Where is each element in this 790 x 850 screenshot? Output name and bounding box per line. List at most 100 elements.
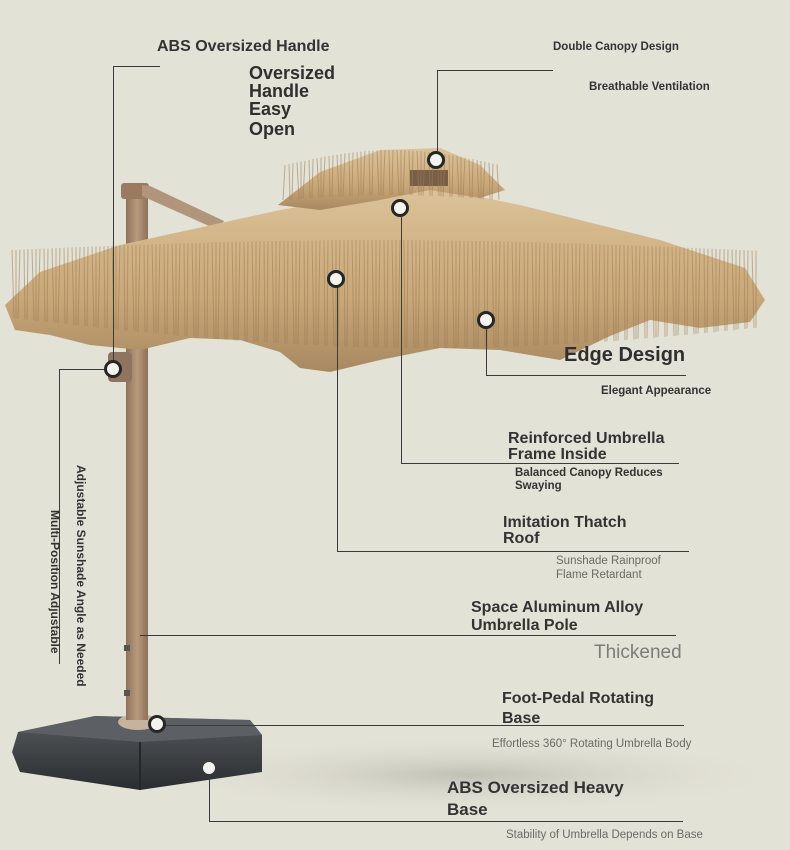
leader-frame-h — [401, 463, 679, 464]
thatch-strand — [57, 247, 61, 324]
thatch-strand — [357, 240, 361, 348]
thatch-strand — [226, 241, 229, 340]
thatch-strand — [557, 242, 561, 345]
pole-sub: Thickened — [594, 642, 682, 663]
leader-roof-h — [337, 551, 689, 552]
thatch-strand — [43, 248, 46, 322]
breathable-label: Breathable Ventilation — [589, 81, 710, 93]
thatch-strand — [203, 242, 206, 338]
thatch-strand — [366, 239, 369, 348]
thatch-strand — [223, 242, 226, 340]
thatch-strand — [71, 247, 75, 325]
thatch-strand — [371, 239, 375, 348]
thatch-strand — [603, 244, 606, 342]
thatch-strand — [37, 248, 41, 322]
thatch-strand — [446, 240, 449, 348]
thatch-strand — [316, 158, 320, 198]
thatch-strand — [11, 249, 15, 319]
thatch-strand — [331, 240, 335, 347]
leader-angle-h — [59, 369, 114, 370]
thatch-strand — [191, 242, 195, 337]
thatch-strand — [417, 240, 421, 348]
leader-pole-h — [140, 635, 676, 636]
thatch-strand — [466, 240, 469, 348]
thatch-strand — [106, 245, 109, 329]
thatch-strand — [211, 242, 215, 339]
thatch-strand — [86, 246, 89, 327]
thatch-strand — [171, 243, 175, 336]
thatch-strand — [257, 241, 261, 343]
leader-base-v — [209, 768, 210, 822]
thatch-strand — [296, 162, 300, 200]
thatch-strand — [651, 246, 655, 338]
thatch-strand — [282, 164, 286, 201]
thatch-strand — [406, 240, 409, 348]
frame-sub: Balanced Canopy Reduces Swaying — [515, 467, 663, 492]
thatch-strand — [368, 150, 371, 196]
thatch-strand — [283, 240, 286, 344]
thatch-strand — [751, 250, 755, 329]
thatch-strand — [306, 240, 309, 345]
thatch-strand — [537, 242, 541, 346]
thatch-strand — [546, 242, 549, 345]
main-thatch-canopy — [5, 185, 765, 372]
handle-desc: Oversized Handle Easy Open — [249, 63, 336, 139]
handle-title: ABS Oversized Handle — [157, 38, 330, 55]
thatch-strand — [388, 150, 391, 196]
thatch-strand — [443, 240, 446, 348]
thatch-strand — [243, 241, 246, 342]
thatch-strand — [146, 244, 149, 333]
thatch-strand — [397, 240, 401, 348]
ground-shadow — [140, 735, 790, 815]
thatch-strand — [491, 163, 494, 200]
thatch-strand — [126, 245, 129, 331]
thatch-strand — [377, 239, 381, 348]
thatch-strand — [462, 157, 466, 198]
thatch-strand — [66, 247, 69, 325]
thatch-strand — [497, 241, 501, 347]
thatch-strand — [356, 151, 360, 196]
thatch-strand — [271, 240, 275, 343]
pedal-title: Foot-Pedal Rotating Base — [502, 690, 654, 727]
thatch-strand — [363, 239, 366, 348]
thatch-strand — [217, 242, 221, 340]
thatch-strand — [468, 158, 471, 198]
thatch-strand — [663, 246, 666, 337]
cantilever-arm — [142, 185, 224, 230]
thatch-strand — [683, 247, 686, 335]
thatch-strand — [326, 240, 329, 346]
thatch-strand — [523, 241, 526, 347]
thatch-strand — [323, 240, 326, 346]
thatch-strand — [351, 240, 355, 347]
thatch-strand — [308, 159, 311, 199]
thatch-strand — [486, 241, 489, 348]
thatch-strand — [246, 241, 249, 342]
roof-sub: Sunshade Rainproof Flame Retardant — [556, 555, 661, 581]
thatch-strand — [337, 240, 341, 347]
leader-edge-v — [486, 320, 487, 376]
thatch-strand — [336, 154, 340, 197]
marker-base — [203, 762, 215, 774]
roof-title: Imitation Thatch Roof — [503, 514, 627, 547]
thatch-strand — [697, 248, 701, 334]
thatch-strand — [26, 249, 29, 320]
thatch-strand — [348, 152, 351, 196]
thatch-strand — [488, 162, 491, 200]
marker-handle — [104, 360, 122, 378]
thatch-strand — [237, 241, 241, 341]
thatch-strand — [646, 246, 649, 339]
thatch-strand — [423, 240, 426, 349]
thatch-strand — [251, 241, 255, 342]
thatch-strand — [551, 242, 555, 345]
base-title: ABS Oversized Heavy Base — [447, 778, 624, 819]
thatch-strand — [606, 244, 609, 342]
thatch-strand — [51, 248, 55, 323]
leader-base-h — [209, 821, 683, 822]
thatch-strand — [506, 241, 509, 347]
thatch-strand — [206, 242, 209, 339]
thatch-strand — [166, 243, 169, 335]
thatch-strand — [23, 249, 26, 320]
thatch-strand — [583, 243, 586, 343]
thatch-strand — [183, 243, 186, 337]
edge-design-sub: Elegant Appearance — [601, 385, 712, 397]
